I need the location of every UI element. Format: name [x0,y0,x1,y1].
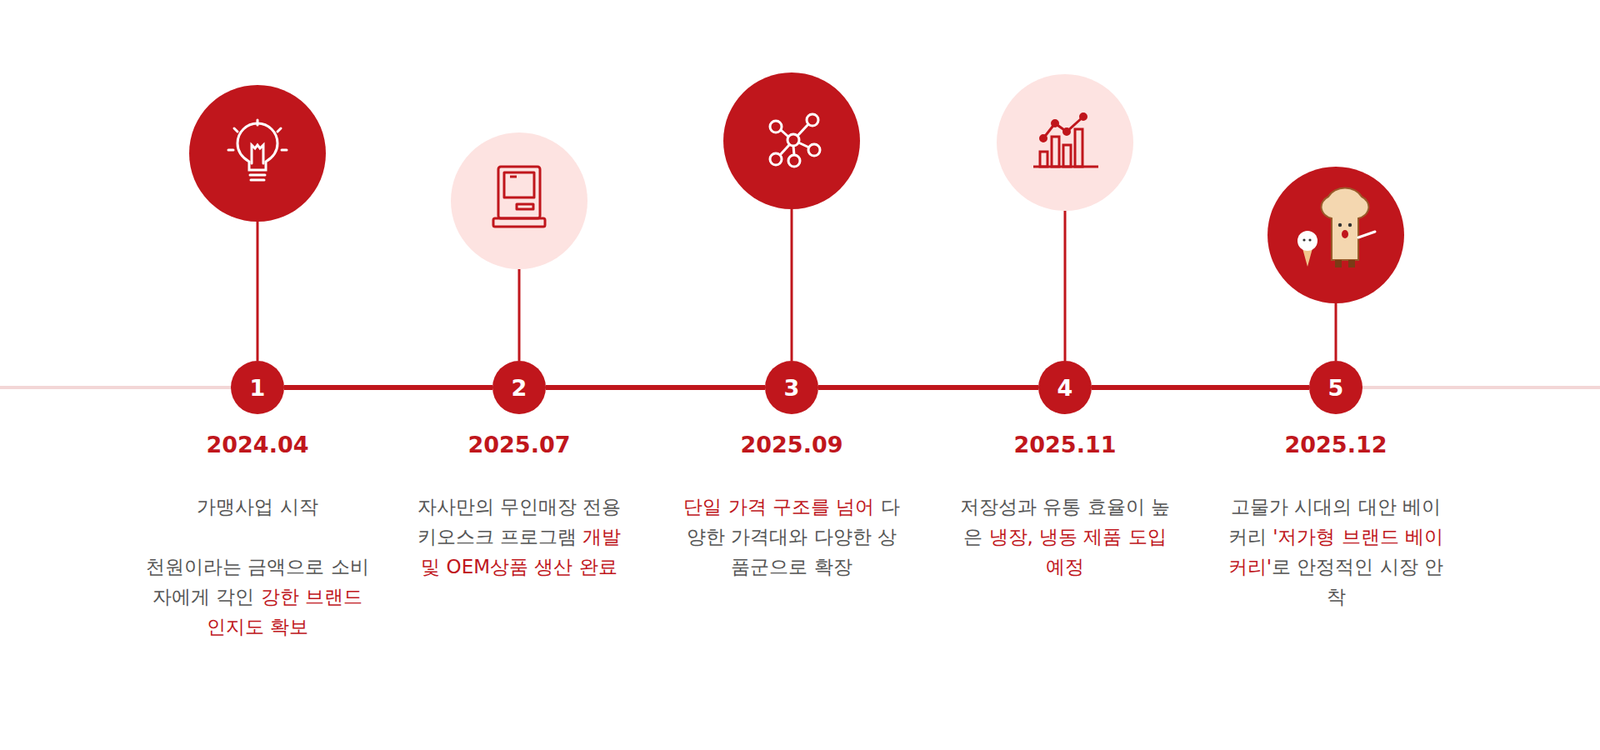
step-number: 3 [784,375,800,401]
icon-circle [1267,166,1405,304]
description-paragraph: 가맹사업 시작 [145,491,370,522]
description-paragraph: 자사만의 무인매장 전용 키오스크 프로그램 개발 및 OEM상품 생산 완료 [406,491,632,582]
step-number-circle: 1 [230,360,285,415]
milestone-date: 2025.11 [948,431,1182,458]
step-number-circle: 3 [765,360,819,415]
timeline-connector [818,385,1039,390]
icon-circle [723,72,860,210]
step-number: 2 [511,375,528,401]
milestone-date: 2024.04 [140,431,375,458]
description-paragraph: 천원이라는 금액으로 소비자에게 각인 강한 브랜드 인지도 확보 [145,551,370,642]
milestone-description: 단일 가격 구조를 넘어 다양한 가격대와 다양한 상품군으로 확장 [679,491,905,612]
step-number: 4 [1057,375,1074,401]
step-number: 1 [250,375,266,401]
highlight-text: 냉장, 냉동 제품 도입 예정 [989,525,1167,578]
timeline-connector [284,385,493,390]
icon-circle [189,85,326,222]
milestone-date: 2025.12 [1219,431,1453,458]
milestone-date: 2025.07 [402,431,636,458]
bread-character-icon [1297,187,1375,268]
timeline-connector [545,385,765,390]
icon-circle [996,74,1134,211]
description-paragraph: 고물가 시대의 대안 베이커리 '저가형 브랜드 베이커리'로 안정적인 시장 … [1223,491,1449,612]
milestone-description: 가맹사업 시작천원이라는 금액으로 소비자에게 각인 강한 브랜드 인지도 확보 [145,491,370,672]
highlight-text: 단일 가격 구조를 넘어 [683,495,875,518]
chart-icon [1033,114,1099,168]
milestone-description: 저장성과 유통 효율이 높은 냉장, 냉동 제품 도입 예정 [952,491,1178,612]
stems [257,209,1336,361]
milestone-description: 고물가 시대의 대안 베이커리 '저가형 브랜드 베이커리'로 안정적인 시장 … [1223,491,1449,642]
milestone-description: 자사만의 무인매장 전용 키오스크 프로그램 개발 및 OEM상품 생산 완료 [406,491,632,612]
step-number-circle: 4 [1038,360,1092,415]
timeline-connector [1091,385,1310,390]
step-number: 5 [1328,375,1345,401]
network-icon [770,114,820,167]
milestone-date: 2025.09 [675,431,909,458]
step-number-circle: 2 [492,360,546,415]
description-text: 가맹사업 시작 [196,495,318,518]
icon-circle [450,132,588,270]
lightbulb-icon [228,120,287,180]
computer-icon [493,166,545,227]
step-number-circle: 5 [1309,360,1363,415]
description-paragraph: 저장성과 유통 효율이 높은 냉장, 냉동 제품 도입 예정 [952,491,1178,582]
description-paragraph: 단일 가격 구조를 넘어 다양한 가격대와 다양한 상품군으로 확장 [679,491,905,582]
description-text: 로 안정적인 시장 안착 [1271,555,1444,608]
